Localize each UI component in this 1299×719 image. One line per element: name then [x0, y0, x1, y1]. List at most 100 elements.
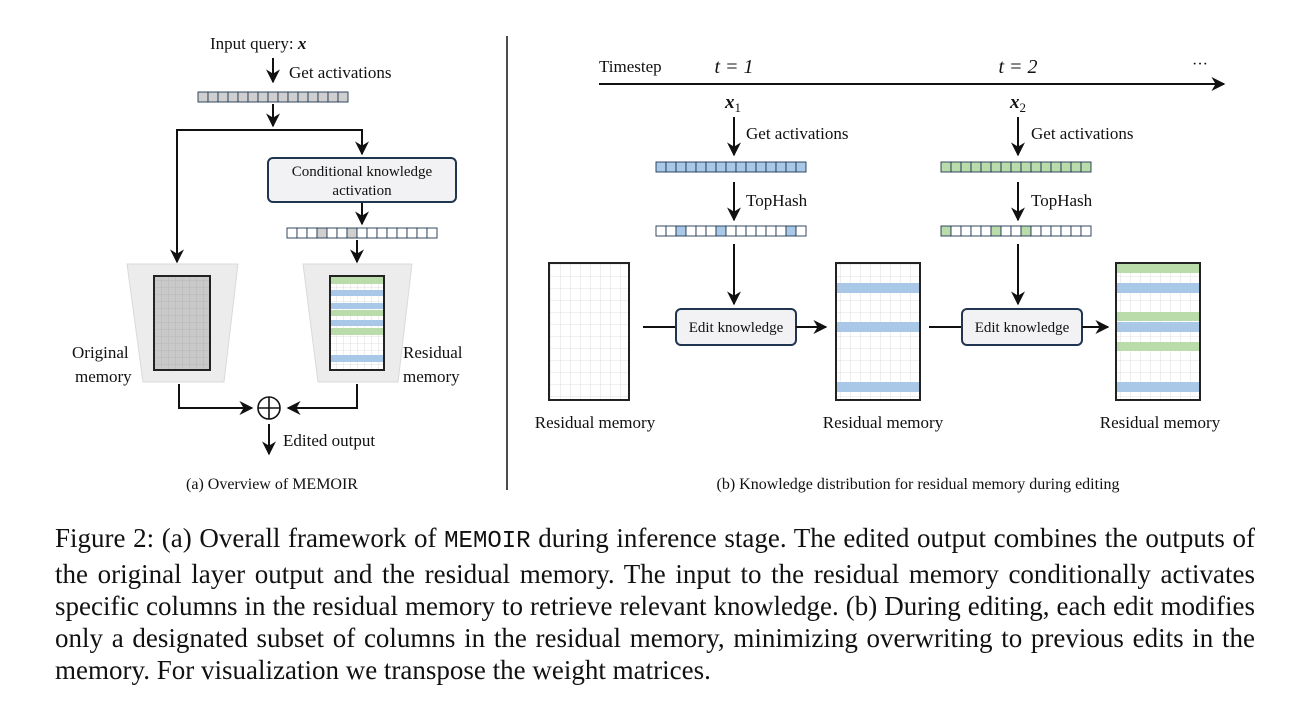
activation-vector-blue [655, 161, 807, 173]
vector-cell [346, 227, 358, 239]
vector-cell [705, 225, 717, 237]
vector-cell [247, 91, 259, 103]
x2-label: x2 [1009, 92, 1026, 115]
vector-cell [277, 91, 289, 103]
edit-knowledge-label-2: Edit knowledge [975, 320, 1070, 336]
masked-activation-vector [286, 227, 438, 239]
panel-b: Timestep t = 1 t = 2 ··· x1 Get activati… [535, 56, 1226, 493]
memory-edit-row-blue [837, 283, 919, 293]
vector-cell [1070, 161, 1082, 173]
vector-cell [745, 225, 757, 237]
vector-cell [217, 91, 229, 103]
vector-cell [1050, 161, 1062, 173]
vector-cell [1040, 225, 1052, 237]
vector-cell [1050, 225, 1062, 237]
vector-cell [386, 227, 398, 239]
vector-cell [326, 227, 338, 239]
vector-cell [257, 91, 269, 103]
edit-knowledge-label-1: Edit knowledge [689, 320, 784, 336]
vector-cell [990, 161, 1002, 173]
vector-cell [705, 161, 717, 173]
residual-memory-label-3: Residual memory [1100, 413, 1221, 432]
residual-memory-label-line1: Residual [403, 343, 463, 362]
timestep-label: Timestep [599, 57, 662, 76]
hashed-activation-vector-green [940, 225, 1092, 237]
vector-cell [960, 161, 972, 173]
residual-memory-label-2: Residual memory [823, 413, 944, 432]
memory-edit-row-blue [837, 382, 919, 392]
vector-cell [745, 161, 757, 173]
activation-vector-green [940, 161, 1092, 173]
activation-vector [197, 91, 349, 103]
memory-edit-row-green [1117, 264, 1199, 273]
vector-cell [1060, 161, 1072, 173]
subcaption-a: (a) Overview of MEMOIR [186, 476, 358, 493]
vector-cell [665, 161, 677, 173]
vector-cell [990, 225, 1002, 237]
hashed-activation-vector-blue [655, 225, 807, 237]
vector-cell [1030, 161, 1042, 173]
vector-cell [336, 227, 348, 239]
vector-cell [940, 161, 952, 173]
vector-cell [980, 161, 992, 173]
arrow-original-to-sum [178, 384, 254, 415]
vector-cell [755, 161, 767, 173]
vector-cell [396, 227, 408, 239]
memory-edit-row-blue [1117, 382, 1199, 392]
memory-edit-row-blue [331, 320, 383, 326]
figure-caption: Figure 2: (a) Overall framework of MEMOI… [55, 522, 1255, 686]
vector-cell [406, 227, 418, 239]
arrow-to-cka [273, 129, 369, 156]
vector-cell [765, 161, 777, 173]
vector-cell [655, 225, 667, 237]
x1-label: x1 [724, 92, 741, 115]
memory-edit-row-green [331, 277, 383, 284]
memory-edit-row-blue [331, 355, 383, 362]
vector-cell [1020, 225, 1032, 237]
get-activations-label: Get activations [289, 63, 391, 82]
vector-cell [267, 91, 279, 103]
vector-cell [725, 225, 737, 237]
edited-output-label: Edited output [283, 431, 375, 450]
vector-cell [775, 161, 787, 173]
get-activations-label-1: Get activations [746, 124, 848, 143]
tophash-label-2: TopHash [1031, 191, 1093, 210]
vector-cell [286, 227, 298, 239]
vector-cell [970, 161, 982, 173]
vector-cell [1010, 225, 1022, 237]
vector-cell [735, 161, 747, 173]
conditional-knowledge-activation-box [267, 157, 457, 203]
vector-cell [316, 227, 328, 239]
vector-cell [1000, 225, 1012, 237]
vector-cell [735, 225, 747, 237]
vector-cell [665, 225, 677, 237]
vector-cell [1030, 225, 1042, 237]
residual-memory-matrix-a [329, 275, 385, 371]
vector-cell [306, 227, 318, 239]
original-memory-label-line1: Original [72, 343, 129, 362]
vector-cell [1040, 161, 1052, 173]
caption-method-name: MEMOIR [444, 528, 531, 555]
vector-cell [287, 91, 299, 103]
cka-label-line1: Conditional knowledge [292, 164, 433, 180]
vector-cell [715, 161, 727, 173]
vector-cell [207, 91, 219, 103]
vector-cell [715, 225, 727, 237]
vector-cell [685, 225, 697, 237]
vector-cell [950, 225, 962, 237]
memory-edit-row-blue [837, 322, 919, 332]
memory-edit-row-blue [1117, 322, 1199, 332]
vector-cell [356, 227, 368, 239]
subcaption-b: (b) Knowledge distribution for residual … [716, 476, 1119, 493]
residual-memory-matrix-3 [1115, 262, 1201, 401]
vector-cell [940, 225, 952, 237]
t1-label: t = 1 [714, 56, 753, 78]
vector-cell [695, 225, 707, 237]
vector-cell [416, 227, 428, 239]
vector-cell [785, 225, 797, 237]
vector-cell [296, 227, 308, 239]
tophash-label-1: TopHash [746, 191, 808, 210]
arrow-to-original-memory [170, 129, 273, 264]
caption-part2: during inference stage. The edited outpu… [55, 523, 1255, 685]
vector-cell [1070, 225, 1082, 237]
